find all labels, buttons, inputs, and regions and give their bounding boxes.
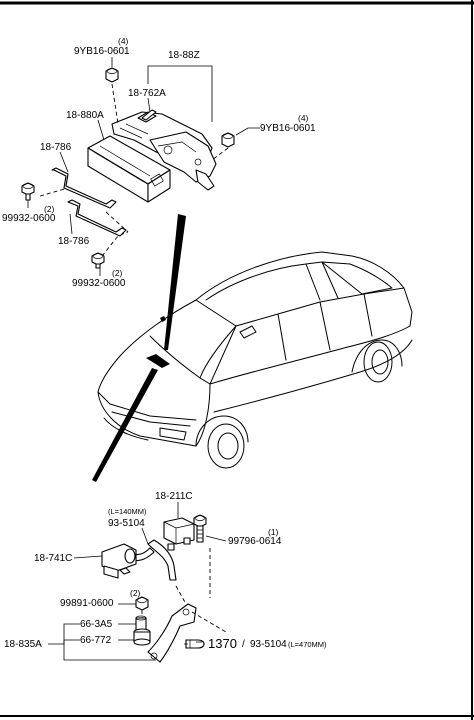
pointing-hand-icon (184, 639, 205, 649)
label-bolt-sensor: 99796-0614 (228, 536, 282, 547)
bolt-bottom (91, 252, 105, 269)
label-bolt-lower: 99891-0600 (60, 598, 114, 609)
label-bracket-lower: 18-835A (4, 639, 42, 650)
label-bolt-sensor-qty: (1) (268, 527, 279, 537)
label-ref-hose: 93-5104 (250, 639, 287, 650)
strap-lower (67, 199, 127, 237)
hose-connector (133, 547, 155, 562)
label-strap-lower: 18-786 (58, 236, 90, 247)
nut-top-left (105, 67, 119, 83)
grommet (133, 628, 151, 646)
bracket-assembly (111, 111, 217, 191)
label-sensor: 18-211C (155, 491, 193, 502)
sensor (163, 517, 195, 551)
label-nut-top-right-qty: (4) (298, 113, 309, 123)
hose (147, 539, 177, 581)
callout-arrow-upper (164, 214, 186, 350)
clip (135, 615, 147, 631)
label-nut-top-right: 9YB16-0601 (260, 123, 316, 134)
label-ref-separator: / (242, 639, 245, 650)
label-grommet: 66-772 (80, 635, 112, 646)
bolt-lower (135, 596, 149, 611)
bolt-left (21, 182, 35, 201)
label-nut-top-left: 9YB16-0601 (74, 46, 130, 57)
bracket-clip (141, 109, 157, 121)
label-hose: 93-5104 (108, 518, 145, 529)
bracket-lower (147, 603, 197, 663)
label-clip: 66-3A5 (80, 619, 113, 630)
label-bolt-lower-qty: (2) (130, 588, 141, 598)
label-bracket-assy: 18-88Z (168, 50, 200, 61)
solenoid (101, 543, 137, 579)
label-bolt-left-qty: (2) (44, 204, 55, 214)
label-bracket: 18-762A (128, 88, 166, 99)
label-bolt-bottom-qty: (2) (112, 268, 123, 278)
label-strap-upper: 18-786 (40, 142, 72, 153)
label-control-unit: 18-880A (66, 110, 104, 121)
label-ref-hose-length: (L=470MM) (288, 640, 327, 649)
callout-arrow-lower (92, 368, 158, 482)
label-hose-length: (L=140MM) (108, 507, 147, 516)
label-bolt-left: 99932-0600 (2, 213, 56, 224)
strap-upper (51, 167, 117, 209)
control-unit (87, 135, 171, 203)
car-illustration (97, 251, 413, 469)
label-ref-number: 1370 (208, 636, 237, 651)
nut-top-right (221, 132, 235, 148)
label-solenoid: 18-741C (34, 553, 72, 564)
bolt-sensor (193, 514, 207, 543)
label-nut-top-left-qty: (4) (118, 36, 129, 46)
label-bolt-bottom: 99932-0600 (72, 278, 126, 289)
